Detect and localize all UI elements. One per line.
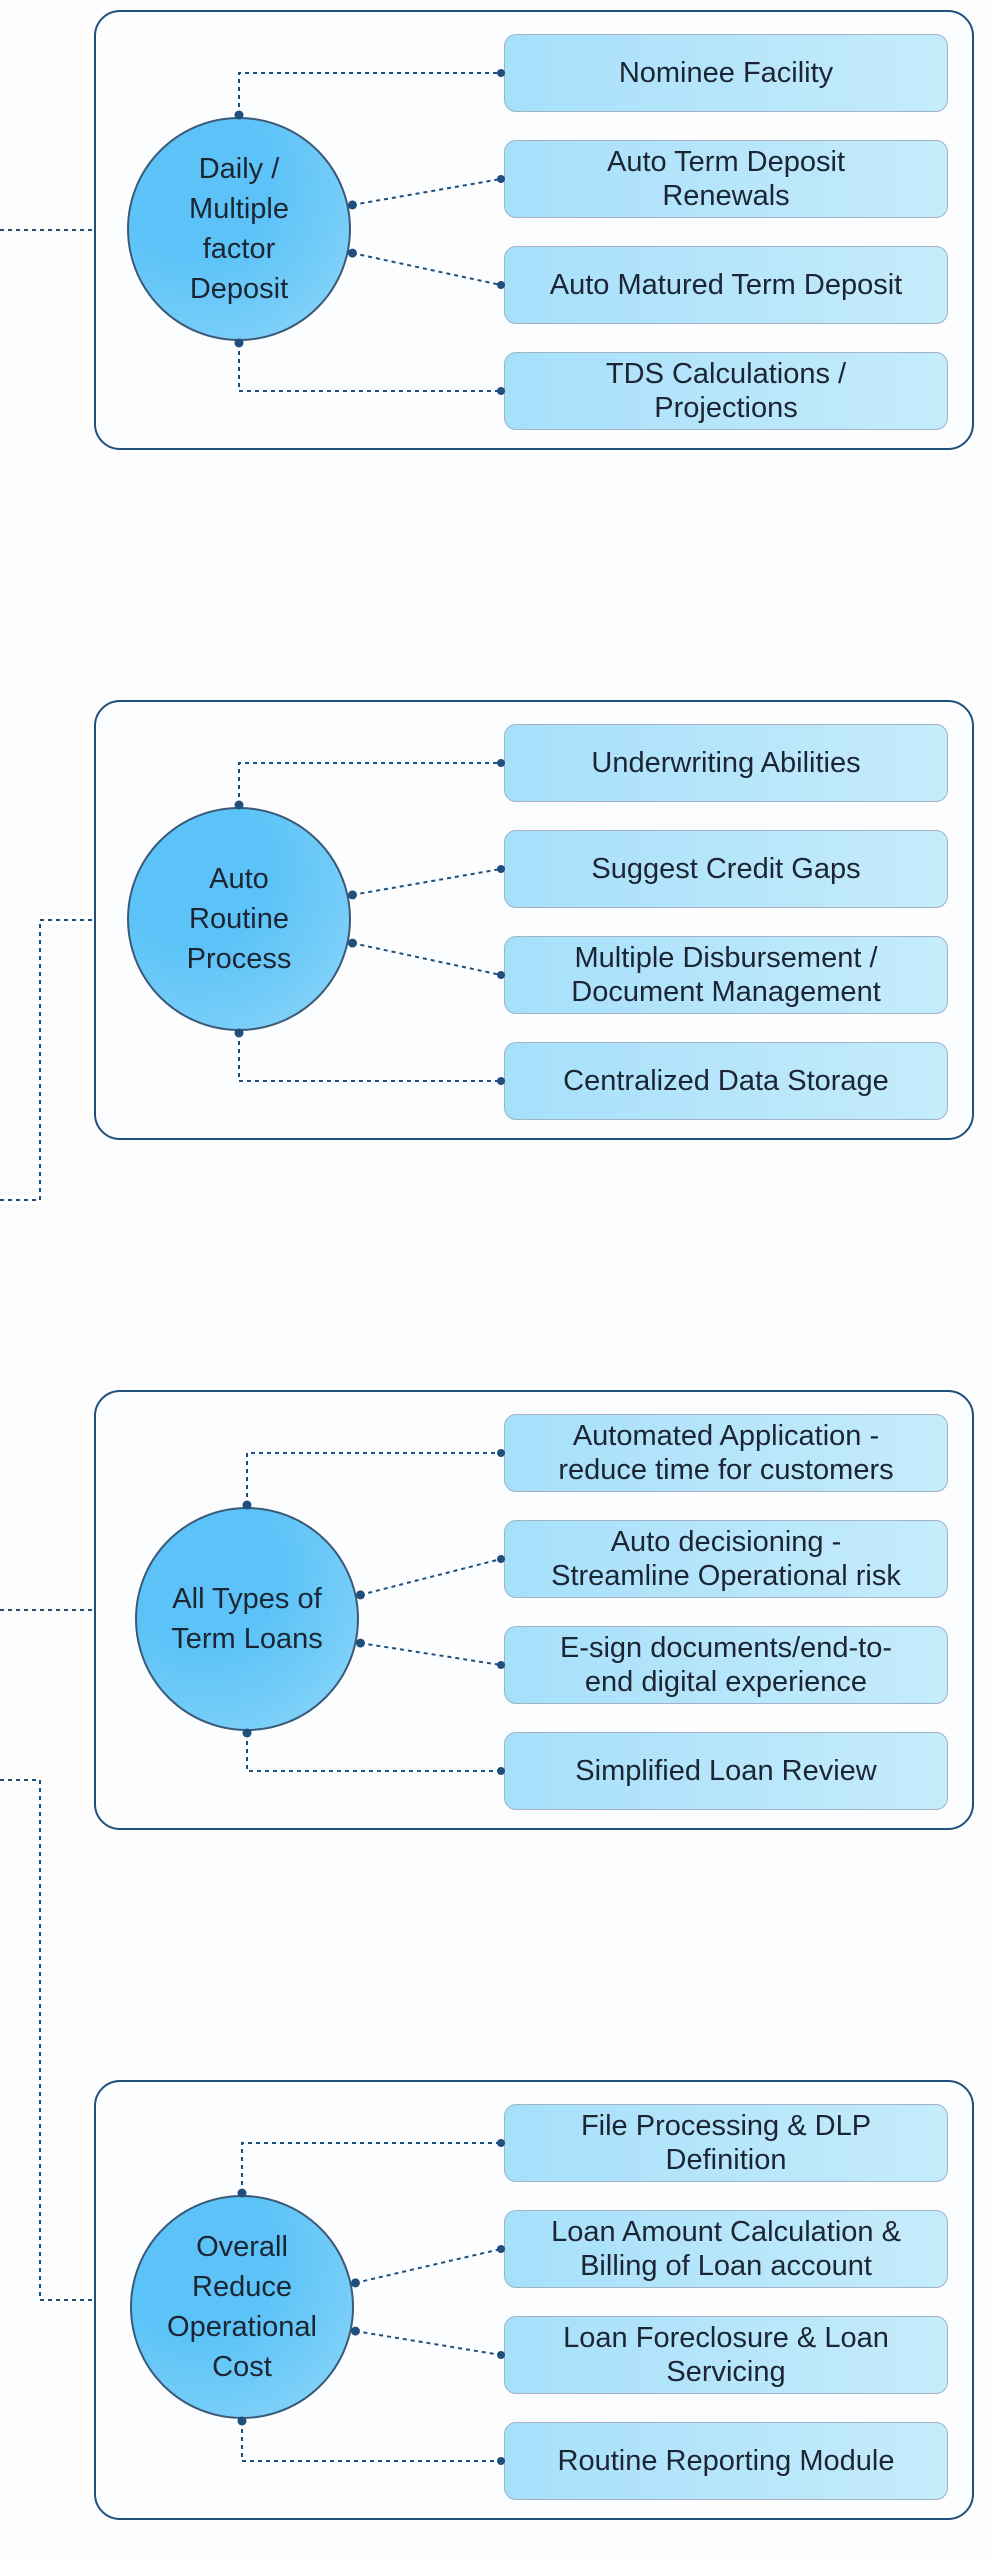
feature-box: Auto Term Deposit Renewals — [504, 140, 948, 218]
external-connector-4 — [0, 1779, 94, 2301]
feature-label: Loan Amount Calculation & Billing of Loa… — [551, 2216, 901, 2282]
feature-label: Loan Foreclosure & Loan Servicing — [563, 2322, 889, 2388]
hub-circle: Overall Reduce Operational Cost — [130, 2195, 354, 2419]
feature-box: Underwriting Abilities — [504, 724, 948, 802]
hub-circle: Daily / Multiple factor Deposit — [127, 117, 351, 341]
feature-box: Multiple Disbursement / Document Managem… — [504, 936, 948, 1014]
feature-label: Routine Reporting Module — [557, 2445, 895, 2477]
feature-box: E-sign documents/end-to- end digital exp… — [504, 1626, 948, 1704]
feature-box: Auto Matured Term Deposit — [504, 246, 948, 324]
feature-box: Loan Foreclosure & Loan Servicing — [504, 2316, 948, 2394]
external-connector-2 — [0, 919, 94, 1201]
feature-box: Nominee Facility — [504, 34, 948, 112]
feature-label: File Processing & DLP Definition — [580, 2110, 872, 2176]
feature-box: Automated Application - reduce time for … — [504, 1414, 948, 1492]
group-panel-routine: Auto Routine Process Underwriting Abilit… — [94, 700, 974, 1140]
feature-box: Auto decisioning - Streamline Operationa… — [504, 1520, 948, 1598]
hub-label: Overall Reduce Operational Cost — [167, 2231, 317, 2383]
feature-label: Auto Term Deposit Renewals — [606, 146, 846, 212]
hub-label: Auto Routine Process — [186, 863, 292, 975]
feature-label: Auto decisioning - Streamline Operationa… — [551, 1526, 901, 1592]
feature-box: Centralized Data Storage — [504, 1042, 948, 1120]
hub-label: All Types of Term Loans — [171, 1583, 323, 1655]
feature-label: Centralized Data Storage — [563, 1065, 889, 1097]
group-panel-term-loans: All Types of Term Loans Automated Applic… — [94, 1390, 974, 1830]
feature-label: TDS Calculations / Projections — [605, 358, 847, 424]
feature-box: TDS Calculations / Projections — [504, 352, 948, 430]
feature-label: Multiple Disbursement / Document Managem… — [571, 942, 881, 1008]
feature-box: File Processing & DLP Definition — [504, 2104, 948, 2182]
feature-box: Routine Reporting Module — [504, 2422, 948, 2500]
feature-box: Suggest Credit Gaps — [504, 830, 948, 908]
feature-label: E-sign documents/end-to- end digital exp… — [559, 1632, 893, 1698]
hub-circle: Auto Routine Process — [127, 807, 351, 1031]
hub-circle: All Types of Term Loans — [135, 1507, 359, 1731]
hub-label: Daily / Multiple factor Deposit — [189, 153, 289, 305]
feature-label: Underwriting Abilities — [591, 747, 861, 779]
feature-label: Auto Matured Term Deposit — [549, 269, 903, 301]
feature-box: Loan Amount Calculation & Billing of Loa… — [504, 2210, 948, 2288]
feature-box: Simplified Loan Review — [504, 1732, 948, 1810]
feature-label: Automated Application - reduce time for … — [558, 1420, 894, 1486]
group-panel-deposit: Daily / Multiple factor Deposit Nominee … — [94, 10, 974, 450]
feature-label: Nominee Facility — [618, 57, 834, 89]
feature-label: Suggest Credit Gaps — [591, 853, 861, 885]
feature-label: Simplified Loan Review — [575, 1755, 877, 1787]
group-panel-operational-cost: Overall Reduce Operational Cost File Pro… — [94, 2080, 974, 2520]
